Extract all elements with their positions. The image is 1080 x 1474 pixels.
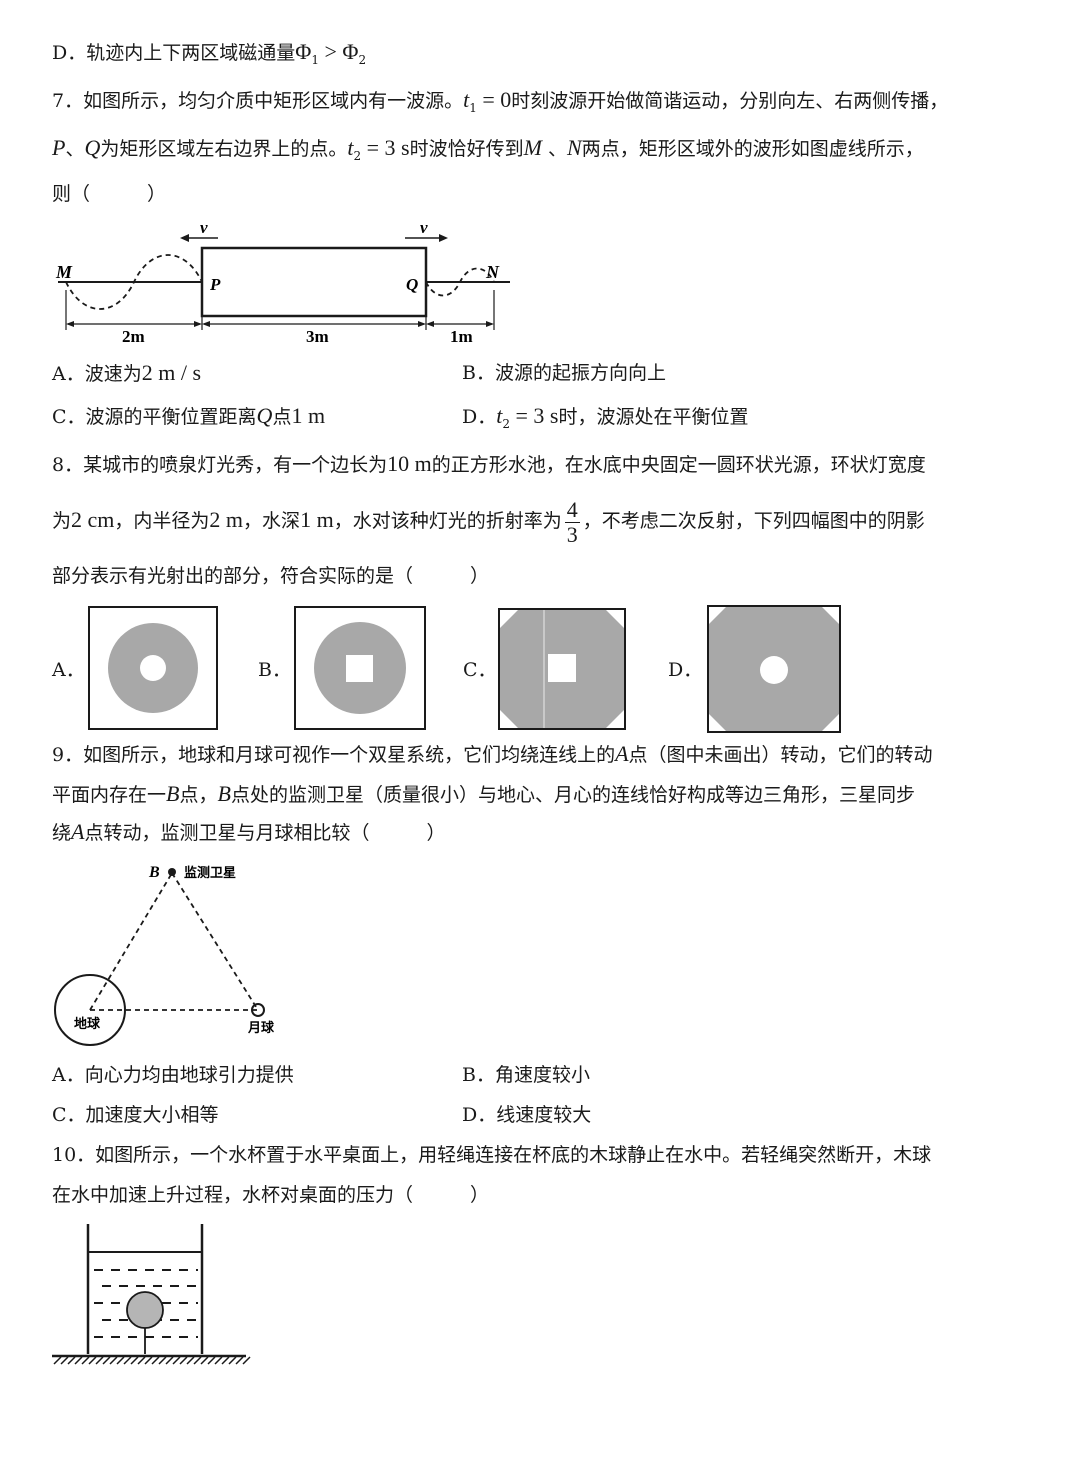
q8-stem-line1: 8．某城市的喷泉灯光秀，有一个边长为10 m的正方形水池，在水底中央固定一圆环状… xyxy=(52,451,926,477)
q9-stem-line1: 9．如图所示，地球和月球可视作一个双星系统，它们均绕连线上的A点（图中未画出）转… xyxy=(52,741,933,767)
earth-satellite-line xyxy=(89,872,173,1011)
q7-option-a: A．波速为2 m / s xyxy=(52,360,202,386)
right-wave-dashed xyxy=(425,267,495,297)
q7-stem-line2: P、Q为矩形区域左右边界上的点。t2 = 3 s时波恰好传到M 、N两点，矩形区… xyxy=(52,135,924,163)
label-B: B xyxy=(148,864,160,881)
dim-arrow-icon xyxy=(486,321,494,327)
left-arrowhead-icon xyxy=(180,234,189,242)
right-arrowhead-icon xyxy=(439,234,448,242)
moon-circle xyxy=(251,1003,265,1017)
q8-label-c: C． xyxy=(463,659,497,681)
q8-figure-b xyxy=(294,606,426,730)
label-P: P xyxy=(209,275,221,294)
q9-option-b: B．角速度较小 xyxy=(462,1064,590,1086)
q9-earth-moon-figure: B 监测卫星 地球 月球 xyxy=(54,864,275,1046)
dim-label-2m: 2m xyxy=(122,327,145,346)
inner-square-hole xyxy=(346,655,373,682)
q8-figure-d xyxy=(707,605,841,733)
q9-stem-line3: 绕A点转动，监测卫星与月球相比较（ ） xyxy=(52,819,446,845)
label-earth: 地球 xyxy=(74,1016,101,1031)
label-satellite: 监测卫星 xyxy=(184,865,236,880)
q7-option-c: C．波源的平衡位置距离Q点1 m xyxy=(52,403,326,429)
satellite-dot xyxy=(168,868,176,876)
q7-stem-line3: 则（ ） xyxy=(52,183,167,205)
dim-arrow-icon xyxy=(194,321,202,327)
label-v-left: v xyxy=(200,218,208,237)
earth-circle xyxy=(54,974,126,1046)
q10-stem-line2: 在水中加速上升过程，水杯对桌面的压力（ ） xyxy=(52,1184,490,1206)
q10-stem-line1: 10．如图所示，一个水杯置于水平桌面上，用轻绳连接在杯底的木球静止在水中。若轻绳… xyxy=(52,1144,932,1166)
label-v-right: v xyxy=(420,218,428,237)
dim-arrow-icon xyxy=(66,321,74,327)
q7-option-d: D．t2 = 3 s时，波源处在平衡位置 xyxy=(462,403,749,431)
label-M: M xyxy=(55,262,73,282)
q9-option-c: C．加速度大小相等 xyxy=(52,1104,219,1126)
dim-label-1m: 1m xyxy=(450,327,473,346)
q8-label-d: D． xyxy=(668,659,703,681)
q8-label-b: B． xyxy=(258,659,291,681)
q6-option-d: D．轨迹内上下两区域磁通量Φ1 > Φ2 xyxy=(52,39,367,67)
label-N: N xyxy=(485,262,500,282)
q7-stem-line1: 7．如图所示，均匀介质中矩形区域内有一波源。t1 = 0时刻波源开始做简谐运动，… xyxy=(52,87,949,115)
label-Q: Q xyxy=(406,275,418,294)
q7-wave-figure: v v M P Q N 2m 3m 1m xyxy=(55,218,510,346)
q9-option-a: A．向心力均由地球引力提供 xyxy=(52,1064,294,1086)
wooden-ball xyxy=(126,1291,164,1329)
q8-figure-c xyxy=(498,608,626,730)
dim-label-3m: 3m xyxy=(306,327,329,346)
q9-stem-line2: 平面内存在一B点，B点处的监测卫星（质量很小）与地心、月心的连线恰好构成等边三角… xyxy=(52,781,915,807)
label-moon: 月球 xyxy=(247,1020,275,1035)
inner-square-hole xyxy=(548,654,576,682)
q10-cup-figure xyxy=(52,1224,251,1365)
source-region-rect xyxy=(200,246,428,318)
q9-option-d: D．线速度较大 xyxy=(462,1104,592,1126)
dim-arrow-icon xyxy=(418,321,426,327)
inner-dark-hole xyxy=(140,655,166,681)
inner-dark-hole xyxy=(760,656,788,684)
dim-arrow-icon xyxy=(426,321,434,327)
left-wave-dashed xyxy=(65,254,203,310)
q8-figure-a xyxy=(88,606,218,730)
q7-option-b: B．波源的起振方向向上 xyxy=(462,362,666,384)
satellite-moon-line xyxy=(171,872,259,1011)
table-hatching xyxy=(53,1356,251,1365)
q8-stem-line3: 部分表示有光射出的部分，符合实际的是（ ） xyxy=(52,565,490,587)
q8-label-a: A． xyxy=(52,659,85,681)
dim-arrow-icon xyxy=(202,321,210,327)
